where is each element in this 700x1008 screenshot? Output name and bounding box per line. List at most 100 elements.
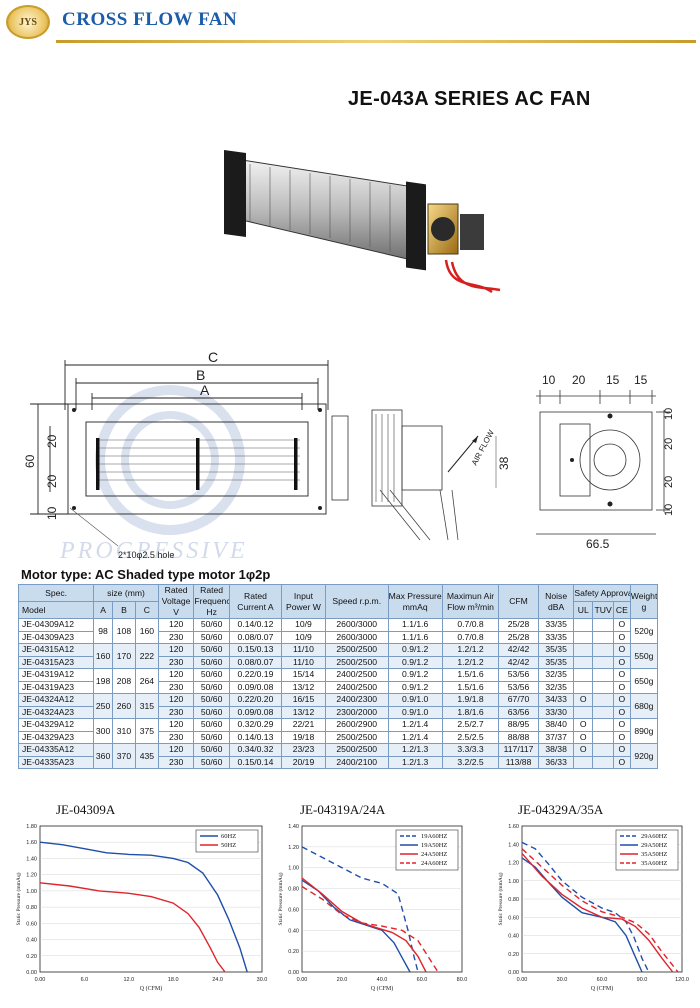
y-tick-label: 1.40	[26, 856, 37, 862]
th-model: Model	[17, 601, 95, 619]
cell-speed: 2600/3000	[324, 630, 389, 644]
cell-ul	[573, 643, 594, 657]
cell-power: 11/10	[281, 655, 326, 669]
cell-voltage: 120	[157, 643, 195, 657]
cell-power: 13/12	[281, 680, 326, 694]
cell-model: JE-04324A12	[17, 693, 95, 707]
cell-weight: 680g	[629, 693, 659, 719]
cell-cfm: 63/56	[498, 705, 539, 719]
performance-charts: JE-04309A0.000.200.400.600.801.001.201.4…	[15, 802, 689, 992]
cell-ul	[573, 655, 594, 669]
series-line	[521, 841, 650, 973]
cell-airflow: 3.3/3.3	[441, 743, 500, 757]
cell-size-a: 160	[93, 643, 113, 669]
y-tick-label: 0.60	[508, 915, 519, 921]
y-tick-label: 0.80	[288, 887, 299, 893]
cell-airflow: 1.2/1.2	[441, 655, 500, 669]
cell-frequency: 50/60	[193, 755, 230, 769]
cell-noise: 35/35	[537, 655, 575, 669]
cell-pressure: 1.2/1.3	[387, 743, 443, 757]
cell-noise: 35/35	[537, 643, 575, 657]
cell-ul	[573, 630, 594, 644]
cell-size-b: 108	[111, 618, 136, 644]
series-line	[301, 879, 411, 973]
series-line	[39, 841, 248, 973]
cell-tuv	[592, 643, 615, 657]
series-line	[301, 885, 439, 973]
cell-voltage: 120	[157, 618, 195, 632]
cell-airflow: 2.5/2.5	[441, 730, 500, 744]
cell-frequency: 50/60	[193, 730, 230, 744]
x-axis-label: Q (CFM)	[140, 985, 163, 992]
cell-noise: 32/35	[537, 668, 575, 682]
dim-r10-label: 10	[663, 408, 675, 420]
cell-voltage: 120	[157, 668, 195, 682]
cell-size-b: 170	[111, 643, 136, 669]
cell-pressure: 1.1/1.6	[387, 618, 443, 632]
series-line	[521, 852, 674, 973]
cell-ce: O	[613, 655, 631, 669]
cell-ul	[573, 705, 594, 719]
cell-size-a: 300	[93, 718, 113, 744]
cell-noise: 36/33	[537, 755, 575, 769]
cell-size-c: 375	[134, 718, 159, 744]
cell-tuv	[592, 668, 615, 682]
cell-voltage: 120	[157, 743, 195, 757]
cell-size-a: 360	[93, 743, 113, 769]
dim-r20b-label: 20	[663, 476, 675, 488]
x-axis-label: Q (CFM)	[591, 985, 614, 992]
cell-weight: 520g	[629, 618, 659, 644]
cell-noise: 34/33	[537, 693, 575, 707]
y-tick-label: 1.20	[26, 873, 37, 879]
y-tick-label: 0.60	[26, 921, 37, 927]
cell-pressure: 0.9/1.0	[387, 705, 443, 719]
th-noise: Noise dBA	[537, 584, 575, 619]
cell-speed: 2400/2100	[324, 755, 389, 769]
cell-tuv	[592, 618, 615, 632]
cell-model: JE-04335A23	[17, 755, 95, 769]
th-press: Max Pressure mmAq	[387, 584, 443, 619]
y-tick-label: 0.40	[508, 934, 519, 940]
cell-ce: O	[613, 693, 631, 707]
series-line	[521, 848, 679, 973]
cell-size-b: 260	[111, 693, 136, 719]
cell-frequency: 50/60	[193, 630, 230, 644]
y-tick-label: 0.20	[288, 949, 299, 955]
th-c: C	[134, 601, 159, 619]
cell-ul: O	[573, 718, 594, 732]
cell-size-b: 370	[111, 743, 136, 769]
cell-cfm: 53/56	[498, 668, 539, 682]
cell-pressure: 0.9/1.2	[387, 655, 443, 669]
dim-r20a-label: 20	[663, 438, 675, 450]
cell-voltage: 230	[157, 630, 195, 644]
y-tick-label: 0.40	[288, 928, 299, 934]
cell-voltage: 230	[157, 680, 195, 694]
y-tick-label: 0.80	[508, 897, 519, 903]
cell-cfm: 42/42	[498, 655, 539, 669]
th-freq: Rated Frequency Hz	[193, 584, 230, 619]
cell-airflow: 1.9/1.8	[441, 693, 500, 707]
cell-cfm: 88/95	[498, 718, 539, 732]
cell-cfm: 42/42	[498, 643, 539, 657]
cell-ce: O	[613, 743, 631, 757]
cell-frequency: 50/60	[193, 743, 230, 757]
cell-tuv	[592, 705, 615, 719]
y-tick-label: 1.60	[508, 824, 519, 830]
page-title: CROSS FLOW FAN	[62, 9, 238, 30]
y-tick-label: 0.80	[26, 905, 37, 911]
cell-frequency: 50/60	[193, 693, 230, 707]
x-tick-label: 24.0	[212, 977, 223, 983]
cell-airflow: 1.5/1.6	[441, 680, 500, 694]
cell-frequency: 50/60	[193, 680, 230, 694]
th-curr: Rated Current A	[228, 584, 283, 619]
cell-ce: O	[613, 643, 631, 657]
legend-label: 60HZ	[221, 833, 236, 840]
legend-label: 29A50HZ	[641, 842, 667, 849]
cell-current: 0.15/0.13	[228, 643, 283, 657]
cell-current: 0.14/0.13	[228, 730, 283, 744]
